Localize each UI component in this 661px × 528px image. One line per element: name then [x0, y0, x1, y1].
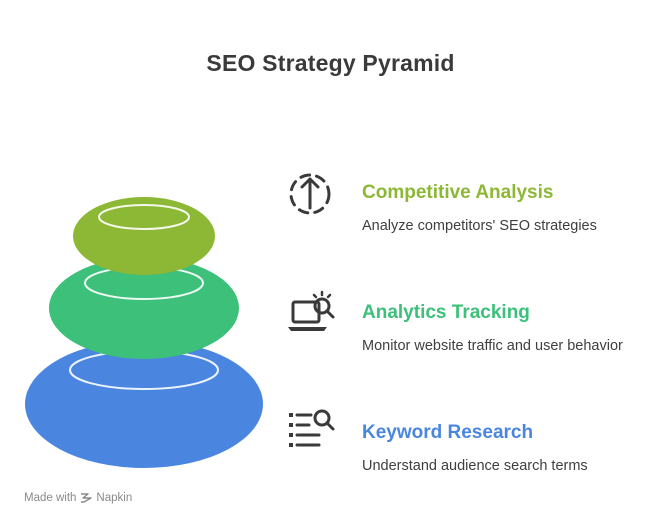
- laptop-magnifier-icon: [288, 290, 335, 331]
- level-2-title: Analytics Tracking: [362, 302, 530, 323]
- top-ring: [73, 197, 215, 275]
- dashed-circle-up-arrow-icon: [289, 173, 331, 215]
- footer-brand: Napkin: [96, 492, 133, 504]
- level-1-title: Competitive Analysis: [362, 182, 554, 203]
- footer-watermark: Made with Napkin: [24, 492, 132, 504]
- level-2-description: Monitor website traffic and user behavio…: [362, 338, 623, 354]
- level-3-title: Keyword Research: [362, 422, 534, 443]
- list-search-icon: [289, 409, 335, 447]
- bottom-ring: [25, 340, 263, 468]
- footer-made-with: Made with: [24, 492, 77, 504]
- page-title: SEO Strategy Pyramid: [206, 50, 455, 76]
- top-ring-inner: [98, 204, 190, 230]
- pyramid-layer-bottom: [25, 340, 263, 468]
- pyramid-layer-top: [73, 197, 215, 275]
- level-1-description: Analyze competitors' SEO strategies: [362, 218, 597, 234]
- level-3-description: Understand audience search terms: [362, 458, 588, 474]
- napkin-logo-icon: [81, 493, 93, 503]
- middle-ring: [49, 257, 239, 359]
